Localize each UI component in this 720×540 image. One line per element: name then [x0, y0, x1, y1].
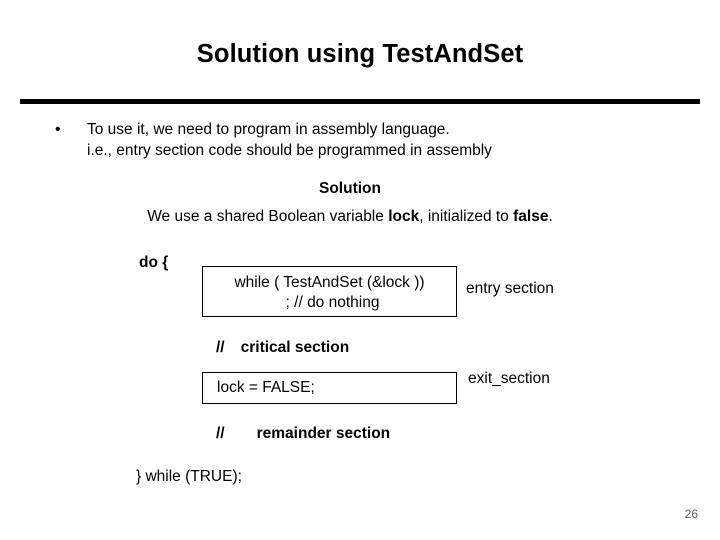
bullet-marker-icon: •	[55, 121, 61, 138]
critical-comment-text: critical section	[240, 339, 350, 356]
shared-variable-line: We use a shared Boolean variable lock, i…	[0, 208, 700, 226]
critical-comment-slashes: //	[216, 339, 225, 356]
page-number: 26	[684, 507, 698, 521]
bullet-line-1: To use it, we need to program in assembl…	[87, 121, 450, 138]
exit-section-box: lock = FALSE;	[202, 372, 457, 404]
exit-section-label: exit_section	[468, 370, 550, 387]
remainder-comment-text: remainder section	[256, 425, 391, 442]
bullet-line-2: i.e., entry section code should be progr…	[87, 142, 492, 159]
remainder-comment-slashes: //	[216, 425, 225, 442]
page-title: Solution using TestAndSet	[196, 40, 524, 68]
shared-line-false: false	[513, 208, 549, 225]
entry-section-line-1: while ( TestAndSet (&lock ))	[234, 274, 425, 291]
shared-line-part-2: , initialized to	[419, 208, 514, 225]
remainder-section-comment: // remainder section	[216, 425, 390, 443]
shared-line-part-3: .	[548, 208, 553, 225]
code-while-close: } while (TRUE);	[136, 468, 242, 485]
entry-section-box-content: while ( TestAndSet (&lock )) ; // do not…	[203, 267, 456, 313]
bullet-list: • To use it, we need to program in assem…	[55, 119, 655, 161]
entry-section-box: while ( TestAndSet (&lock )) ; // do not…	[202, 266, 457, 317]
exit-section-box-content: lock = FALSE;	[203, 373, 456, 398]
shared-line-part-1: We use a shared Boolean variable	[147, 208, 389, 225]
solution-heading: Solution	[319, 180, 381, 197]
title-divider	[20, 99, 700, 104]
bullet-text: To use it, we need to program in assembl…	[87, 119, 655, 161]
shared-line-lock: lock	[388, 208, 420, 225]
code-do-open: do {	[139, 254, 169, 271]
entry-section-line-2: ; // do nothing	[285, 294, 380, 311]
critical-section-comment: // critical section	[216, 339, 349, 357]
exit-section-line-1: lock = FALSE;	[217, 379, 315, 396]
entry-section-label: entry section	[466, 280, 554, 297]
